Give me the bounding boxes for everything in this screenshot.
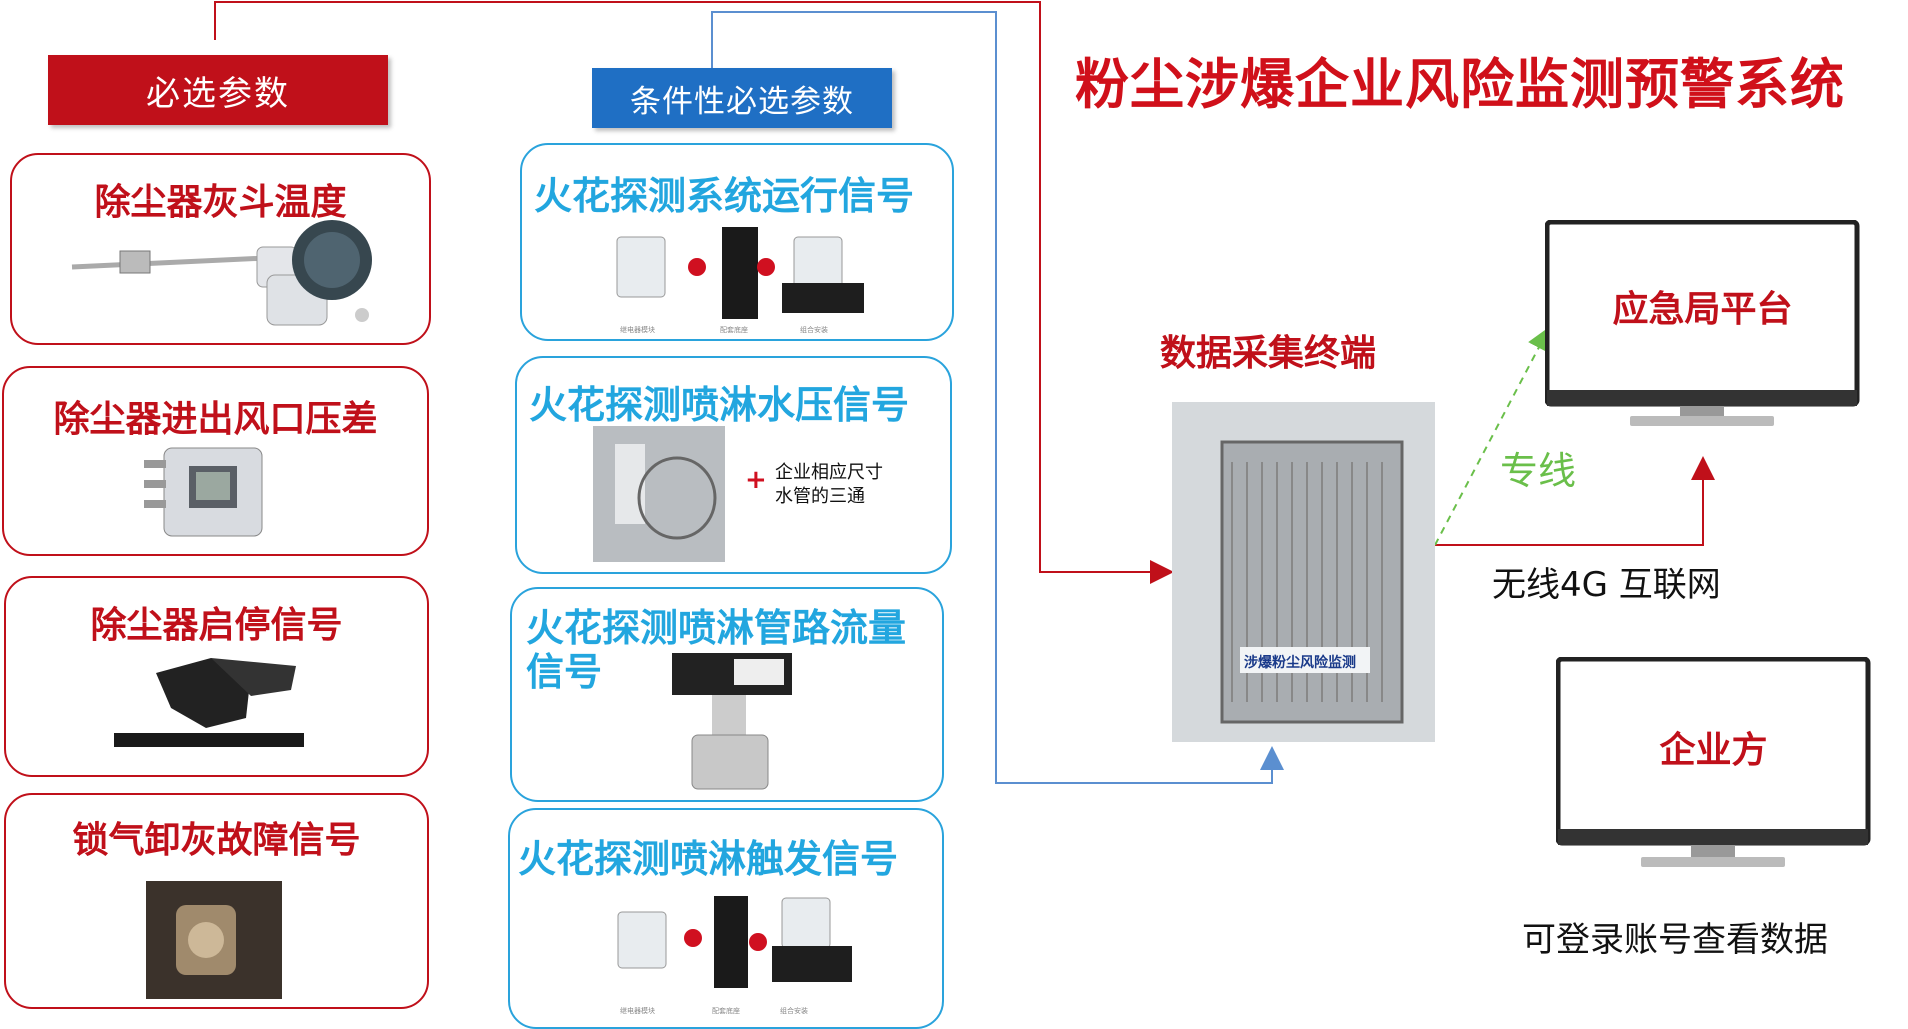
blue-connector — [711, 11, 1284, 784]
conditional-card-flow: 火花探测喷淋管路流量 信号 — [510, 587, 944, 802]
card-label: 除尘器进出风口压差 — [53, 399, 378, 440]
flow-switch-icon — [672, 653, 792, 790]
caption-relay: 继电器模块 — [620, 326, 655, 334]
required-card-pressure-diff: 除尘器进出风口压差 — [2, 366, 429, 556]
collector-device-icon — [1172, 402, 1435, 742]
note-line1: 企业相应尺寸 — [775, 462, 883, 483]
conditional-params-header: 条件性必选参数 — [592, 68, 892, 128]
card-label: 除尘器启停信号 — [90, 605, 343, 646]
caption-relay: 继电器模块 — [620, 1007, 655, 1015]
enterprise-label: 企业方 — [1659, 730, 1768, 771]
caption-base: 配套底座 — [720, 326, 748, 334]
airlock-valve-photo — [146, 881, 282, 999]
card-label: 锁气卸灰故障信号 — [72, 820, 361, 861]
platform-label: 应急局平台 — [1612, 289, 1793, 330]
card-label: 火花探测喷淋水压信号 — [529, 383, 910, 427]
device-label: 涉爆粉尘风险监测 — [1244, 655, 1356, 671]
card-label: 除尘器灰斗温度 — [94, 182, 347, 223]
relay-combination-icon — [617, 896, 852, 988]
monitor-icon — [1556, 657, 1871, 867]
required-card-hopper-temp: 除尘器灰斗温度 — [10, 153, 431, 345]
temperature-sensor-icon — [71, 220, 372, 326]
required-params-header: 必选参数 — [48, 55, 388, 125]
red-connector — [214, 1, 1174, 584]
note-line2: 水管的三通 — [775, 486, 865, 507]
required-card-airlock-fault: 锁气卸灰故障信号 — [4, 793, 429, 1009]
page-title: 粉尘涉爆企业风险监测预警系统 — [1075, 53, 1845, 116]
pressure-transmitter-photo: + — [593, 426, 767, 562]
conditional-card-run-signal: 火花探测系统运行信号 继电器模块 配套底座 组合安装 — [520, 143, 954, 341]
card-label: 火花探测喷淋触发信号 — [518, 837, 899, 881]
relay-combination-icon — [616, 227, 864, 319]
card-label-line2: 信号 — [526, 650, 603, 694]
card-label: 火花探测系统运行信号 — [534, 174, 915, 218]
dedicated-line-label: 专线 — [1500, 449, 1577, 493]
pressure-gauge-icon — [144, 447, 263, 537]
conditional-card-spray-trigger: 火花探测喷淋触发信号 继电器模块 配套底座 组合安装 — [508, 808, 944, 1029]
card-label-line1: 火花探测喷淋管路流量 — [526, 606, 907, 650]
wireless-connector — [1435, 456, 1715, 546]
wireless-4g-label: 无线4G 互联网 — [1492, 565, 1721, 605]
terminal-label: 数据采集终端 — [1160, 333, 1377, 374]
caption-base: 配套底座 — [712, 1007, 740, 1015]
dedicated-connector — [1434, 326, 1550, 546]
required-card-start-stop: 除尘器启停信号 — [4, 576, 429, 777]
enterprise-caption: 可登录账号查看数据 — [1522, 920, 1828, 960]
svg-text:+: + — [745, 465, 767, 495]
terminal-photo: 涉爆粉尘风险监测 — [1172, 402, 1435, 742]
monitor-icon — [1545, 220, 1860, 426]
caption-assembled: 组合安装 — [800, 326, 828, 334]
conditional-card-water-pressure: 火花探测喷淋水压信号 + 企业相应尺寸 水管的三通 — [515, 356, 952, 574]
caption-assembled: 组合安装 — [780, 1007, 808, 1015]
limit-switch-icon — [114, 658, 304, 747]
platform-monitor: 应急局平台 — [1545, 220, 1860, 430]
enterprise-monitor: 企业方 — [1556, 657, 1871, 872]
